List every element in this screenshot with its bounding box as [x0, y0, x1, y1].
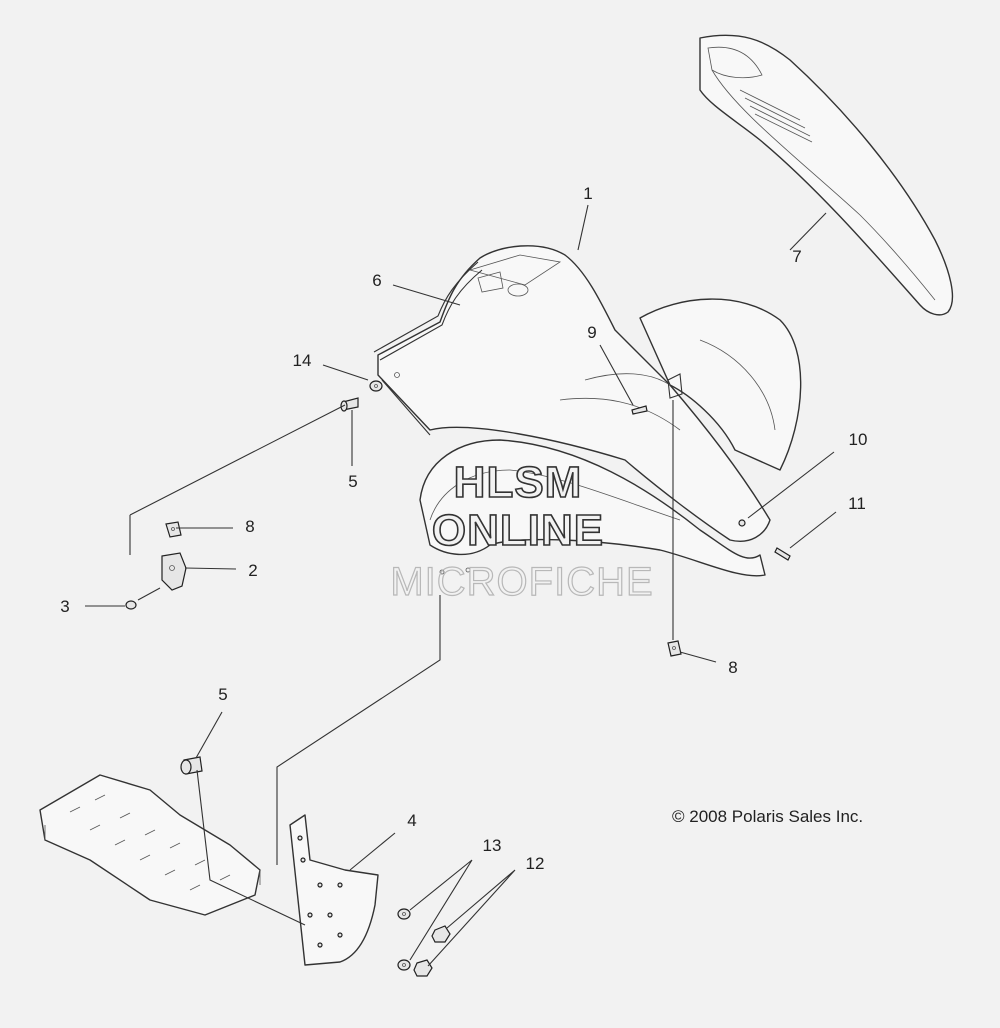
part-8-clip-upper — [165, 521, 182, 538]
part-1-front-fender — [377, 245, 802, 577]
callout-12: 12 — [526, 854, 545, 873]
part-9-screw — [631, 405, 648, 415]
part-13-washer-lower — [397, 959, 411, 971]
footrest — [39, 774, 261, 916]
part-5-bolt-upper — [340, 397, 359, 412]
callout-13: 13 — [483, 836, 502, 855]
callout-4: 4 — [407, 811, 416, 830]
callout-5-lower: 5 — [218, 685, 227, 704]
callout-8-lower: 8 — [728, 658, 737, 677]
part-3-screw — [125, 600, 137, 610]
leader-lines — [85, 204, 837, 967]
part-5-bolt-lower — [180, 756, 203, 775]
callout-6: 6 — [372, 271, 381, 290]
callout-2: 2 — [248, 561, 257, 580]
watermark-line-2: ONLINE — [432, 506, 604, 555]
part-7-hood-panel — [699, 34, 954, 316]
part-6-trim-strip — [373, 261, 483, 361]
copyright-notice: © 2008 Polaris Sales Inc. — [672, 807, 863, 826]
watermark-line-3: MICROFICHE — [390, 560, 653, 604]
callout-1: 1 — [583, 184, 592, 203]
callout-11: 11 — [848, 494, 866, 513]
part-13-washer-upper — [397, 908, 411, 920]
callout-7: 7 — [792, 247, 801, 266]
watermark-line-1: HLSM — [454, 458, 583, 507]
callout-9: 9 — [587, 323, 596, 342]
part-4-mud-flap — [289, 814, 379, 966]
callout-10: 10 — [849, 430, 868, 449]
part-8-clip-lower — [667, 640, 682, 657]
assembly-lines — [129, 379, 674, 926]
part-11-screw — [774, 547, 791, 561]
part-12-nut-upper — [431, 925, 451, 943]
callout-8-upper: 8 — [245, 517, 254, 536]
callout-14: 14 — [293, 351, 312, 370]
callout-labels: 1 2 3 4 5 5 6 7 8 8 9 10 11 12 13 14 — [60, 184, 867, 873]
part-14-washer — [369, 380, 383, 392]
part-2-bracket — [161, 552, 187, 591]
part-12-nut-lower — [413, 959, 433, 977]
callout-3: 3 — [60, 597, 69, 616]
callout-5-upper: 5 — [348, 472, 357, 491]
watermark: HLSM ONLINE MICROFICHE — [390, 457, 654, 604]
